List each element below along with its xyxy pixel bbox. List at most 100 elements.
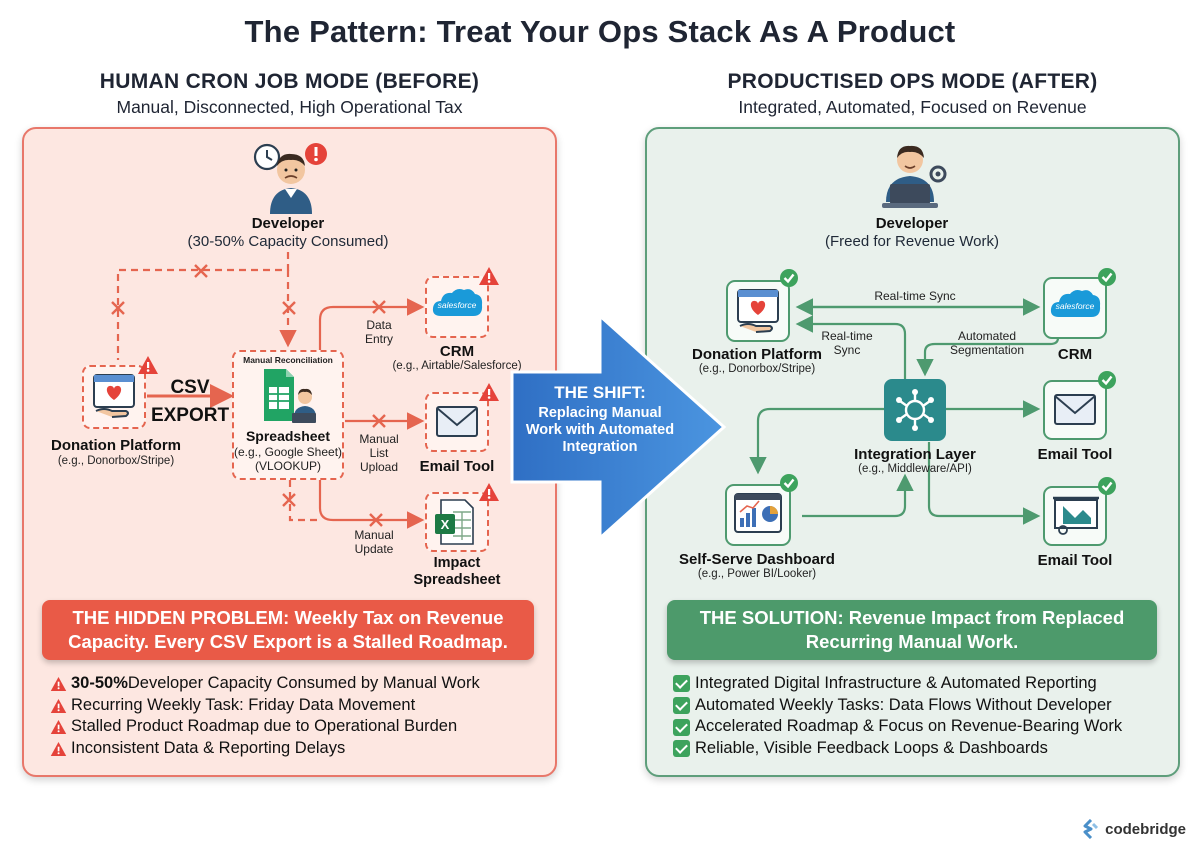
before-developer-label: Developer xyxy=(251,215,325,232)
check-badge-icon xyxy=(1098,268,1116,286)
hidden-problem-banner: THE HIDDEN PROBLEM: Weekly Tax on Revenu… xyxy=(42,600,534,660)
edge-label-manual-update-2: Update xyxy=(354,542,394,556)
after-email-label-1: Email Tool xyxy=(1037,446,1113,463)
csv-export-line-1: CSV xyxy=(170,377,210,398)
check-badge-icon xyxy=(1098,477,1116,495)
before-impact-node[interactable]: X xyxy=(425,492,489,552)
google-sheet-icon xyxy=(264,369,316,423)
salesforce-cloud-icon: salesforce xyxy=(1050,290,1101,317)
warning-icon xyxy=(479,267,499,285)
after-email-node-1[interactable] xyxy=(1043,380,1107,440)
donation-heart-icon xyxy=(93,374,135,418)
page-title: The Pattern: Treat Your Ops Stack As A P… xyxy=(244,14,956,49)
warning-icon xyxy=(479,383,499,401)
checkbox-icon xyxy=(673,740,690,758)
self-serve-dashboard-node[interactable] xyxy=(725,484,791,546)
before-impact-label-2: Spreadsheet xyxy=(413,572,501,588)
hub-network-icon xyxy=(896,389,934,431)
solution-line-2: Recurring Manual Work. xyxy=(805,631,1019,652)
before-heading: HUMAN CRON JOB MODE (BEFORE) xyxy=(99,70,480,93)
edge-label-realtime-sync: Real-time Sync xyxy=(874,289,956,303)
after-bullets: Integrated Digital Infrastructure & Auto… xyxy=(673,673,1173,760)
excel-icon: X xyxy=(435,499,474,545)
edge-label-realtime-sync-2-line-2: Sync xyxy=(833,343,861,357)
edge-label-list-upload-3: Upload xyxy=(359,460,399,474)
before-bullet-4-text: Inconsistent Data & Reporting Delays xyxy=(71,739,346,758)
before-donation-platform-node[interactable] xyxy=(82,365,146,429)
shift-arrow-icon xyxy=(510,312,727,542)
before-crm-node[interactable]: salesforce xyxy=(425,276,489,338)
integration-layer-node[interactable] xyxy=(884,379,946,441)
edge-label-data-entry-1: Data xyxy=(366,318,392,332)
after-bullet-2-text: Automated Weekly Tasks: Data Flows Witho… xyxy=(695,695,1112,714)
stressed-developer-icon xyxy=(253,143,327,214)
before-donation-label: Donation Platform xyxy=(51,437,181,454)
salesforce-cloud-icon: salesforce xyxy=(432,289,483,316)
hidden-problem-line-2: Capacity. Every CSV Export is a Stalled … xyxy=(68,631,508,652)
after-crm-label: CRM xyxy=(1057,346,1093,363)
after-panel xyxy=(645,127,1180,777)
solution-banner: THE SOLUTION: Revenue Impact from Replac… xyxy=(667,600,1157,660)
before-bullet-2-text: Recurring Weekly Task: Friday Data Movem… xyxy=(71,695,416,714)
salesforce-brand: salesforce xyxy=(1056,301,1095,311)
after-heading: PRODUCTISED OPS MODE (AFTER) xyxy=(727,70,1098,93)
dashboard-sub: (e.g., Power BI/Looker) xyxy=(697,568,817,580)
warning-icon xyxy=(479,483,499,501)
salesforce-brand: salesforce xyxy=(438,300,477,310)
before-bullets: 30-50% Developer Capacity Consumed by Ma… xyxy=(50,673,550,760)
after-bullet-1: Integrated Digital Infrastructure & Auto… xyxy=(673,673,1173,695)
check-badge-icon xyxy=(780,474,798,492)
codebridge-logo: codebridge xyxy=(1082,819,1186,839)
before-crm-sub: (e.g., Airtable/Salesforce) xyxy=(392,360,522,372)
after-bullet-3: Accelerated Roadmap & Focus on Revenue-B… xyxy=(673,716,1173,738)
codebridge-logo-icon xyxy=(1083,819,1099,839)
before-bullet-1: 30-50% Developer Capacity Consumed by Ma… xyxy=(50,673,550,695)
csv-export-label: CSV EXPORT xyxy=(150,374,230,430)
dashboard-label: Self-Serve Dashboard xyxy=(679,551,835,568)
warning-icon xyxy=(50,676,67,691)
before-bullet-1-text: Developer Capacity Consumed by Manual Wo… xyxy=(127,674,480,692)
after-bullet-1-text: Integrated Digital Infrastructure & Auto… xyxy=(695,674,1097,692)
shift-label: THE SHIFT: Replacing Manual Work with Au… xyxy=(512,383,688,456)
edge-label-realtime-sync-2-line-1: Real-time xyxy=(821,329,873,343)
manual-reconciliation-label: Manual Reconciliation xyxy=(243,355,333,365)
after-subheading: Integrated, Automated, Focused on Revenu… xyxy=(738,97,1087,117)
svg-text:X: X xyxy=(441,517,450,532)
codebridge-logo-text: codebridge xyxy=(1105,820,1186,838)
before-impact-label-1: Impact xyxy=(433,555,481,571)
before-donation-sub: (e.g., Donorbox/Stripe) xyxy=(57,455,175,467)
after-crm-node[interactable]: salesforce xyxy=(1043,277,1107,339)
warning-icon xyxy=(50,698,67,713)
csv-export-line-2: EXPORT xyxy=(150,405,230,426)
edge-label-manual-update-1: Manual xyxy=(354,528,394,542)
before-email-label: Email Tool xyxy=(419,458,495,475)
presentation-report-icon xyxy=(1053,496,1099,535)
integration-layer-sub: (e.g., Middleware/API) xyxy=(858,463,972,475)
after-donation-sub: (e.g., Donorbox/Stripe) xyxy=(698,363,816,375)
edge-label-segmentation-line-2: Segmentation xyxy=(949,343,1025,357)
after-developer-label: Developer xyxy=(875,215,949,232)
after-email-node-2[interactable] xyxy=(1043,486,1107,546)
hidden-problem-line-1: THE HIDDEN PROBLEM: Weekly Tax on Revenu… xyxy=(72,607,504,628)
before-spreadsheet-label: Spreadsheet xyxy=(245,428,331,444)
edge-label-automated-segmentation: Automated Segmentation xyxy=(937,329,1037,357)
after-email-label-2: Email Tool xyxy=(1037,552,1113,569)
edge-label-segmentation-line-1: Automated xyxy=(957,329,1017,343)
shift-title: THE SHIFT: xyxy=(554,383,646,402)
solution-line-1: THE SOLUTION: Revenue Impact from Replac… xyxy=(699,607,1125,628)
after-bullet-4-text: Reliable, Visible Feedback Loops & Dashb… xyxy=(695,739,1048,758)
before-impact-label: Impact Spreadsheet xyxy=(397,555,517,589)
before-bullet-3-text: Stalled Product Roadmap due to Operation… xyxy=(71,717,458,736)
after-donation-platform-node[interactable] xyxy=(726,280,790,342)
edge-label-realtime-sync-2: Real-time Sync xyxy=(812,329,882,357)
warning-icon xyxy=(50,741,67,756)
before-crm-label: CRM xyxy=(439,343,475,360)
before-spreadsheet-sub2: (VLOOKUP) xyxy=(254,459,321,473)
after-bullet-3-text: Accelerated Roadmap & Focus on Revenue-B… xyxy=(695,717,1123,736)
after-bullet-4: Reliable, Visible Feedback Loops & Dashb… xyxy=(673,738,1173,760)
after-bullet-2: Automated Weekly Tasks: Data Flows Witho… xyxy=(673,695,1173,717)
edge-label-list-upload-2: List xyxy=(369,446,389,460)
shift-line-2: Work with Automated xyxy=(525,422,675,438)
before-email-node[interactable] xyxy=(425,392,489,452)
